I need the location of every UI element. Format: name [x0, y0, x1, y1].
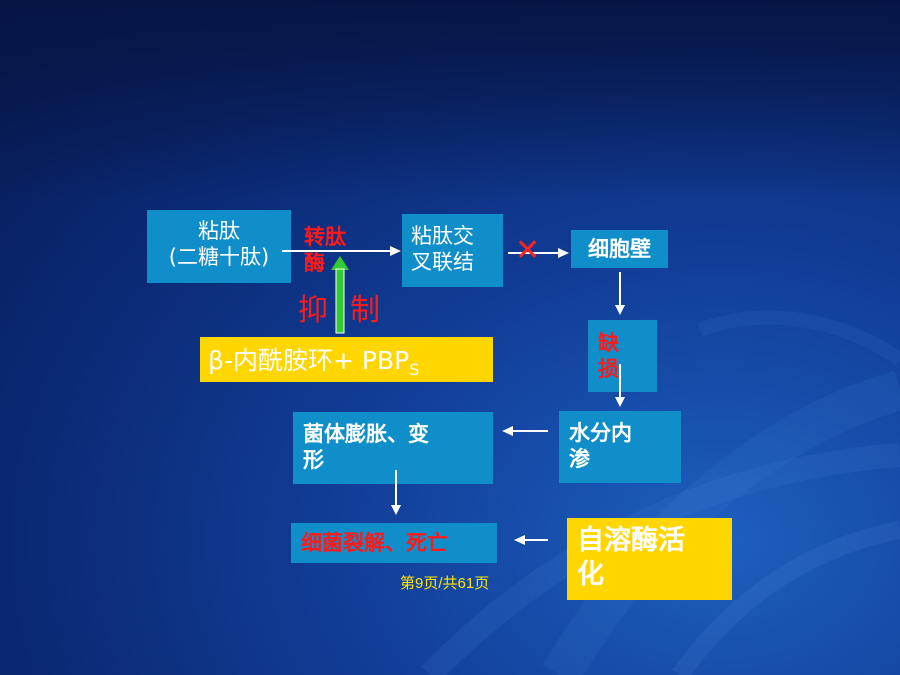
node-crosslink: 粘肽交 叉联结: [402, 214, 503, 287]
inhibition-arrow: [331, 256, 349, 334]
node-peptidoglycan: 粘肽 (二糖十肽): [147, 210, 291, 283]
node-defect-line1: 缺: [598, 331, 619, 355]
arrow-to-water-influx: [615, 364, 625, 407]
arrow-autolysin-to-lysis: [514, 535, 548, 545]
inhibitor-sub: S: [409, 360, 420, 379]
node-peptidoglycan-line2: (二糖十肽): [168, 245, 270, 270]
node-defect: 缺 损: [588, 320, 657, 392]
inhibitor-main: β-内酰胺环+ PBP: [208, 346, 410, 375]
node-crosslink-line2: 叉联结: [411, 250, 474, 275]
node-autolysin-line1: 自溶酶活: [577, 525, 685, 556]
node-swelling: 菌体膨胀、变 形: [293, 412, 493, 484]
node-lysis: 细菌裂解、死亡: [291, 523, 497, 563]
arrow-to-crosslink: [282, 246, 401, 256]
node-water-influx-line1: 水分内: [569, 421, 632, 445]
arrow-to-cell-wall: [508, 248, 569, 258]
node-cell-wall-label: 细胞壁: [588, 237, 651, 261]
arrow-to-swelling: [502, 426, 548, 436]
page-footer: 第9页/共61页: [400, 575, 490, 592]
node-lysis-label: 细菌裂解、死亡: [301, 531, 448, 555]
enzyme-label-line2: 酶: [304, 251, 325, 276]
inhibit-char-2: 制: [350, 293, 380, 328]
background-shade: [0, 0, 900, 200]
node-water-influx: 水分内 渗: [559, 411, 681, 483]
enzyme-label: 转肽 酶: [304, 224, 346, 277]
node-water-influx-line2: 渗: [569, 447, 590, 472]
node-crosslink-line1: 粘肽交: [411, 224, 474, 248]
enzyme-label-line1: 转肽: [304, 225, 346, 249]
node-cell-wall: 细胞壁: [571, 230, 668, 268]
node-swelling-line1: 菌体膨胀、变: [303, 422, 429, 446]
arrow-to-defect: [615, 272, 625, 315]
block-x-icon: ✕: [515, 233, 541, 268]
node-autolysin-line2: 化: [577, 558, 604, 590]
node-swelling-line2: 形: [303, 448, 324, 473]
node-autolysin: 自溶酶活 化: [567, 518, 732, 600]
node-defect-line2: 损: [598, 357, 619, 382]
node-inhibitor: β-内酰胺环+ PBPS: [200, 337, 493, 382]
inhibit-char-1: 抑: [298, 293, 328, 328]
node-peptidoglycan-line1: 粘肽: [198, 219, 240, 243]
arrow-to-lysis: [391, 470, 401, 515]
